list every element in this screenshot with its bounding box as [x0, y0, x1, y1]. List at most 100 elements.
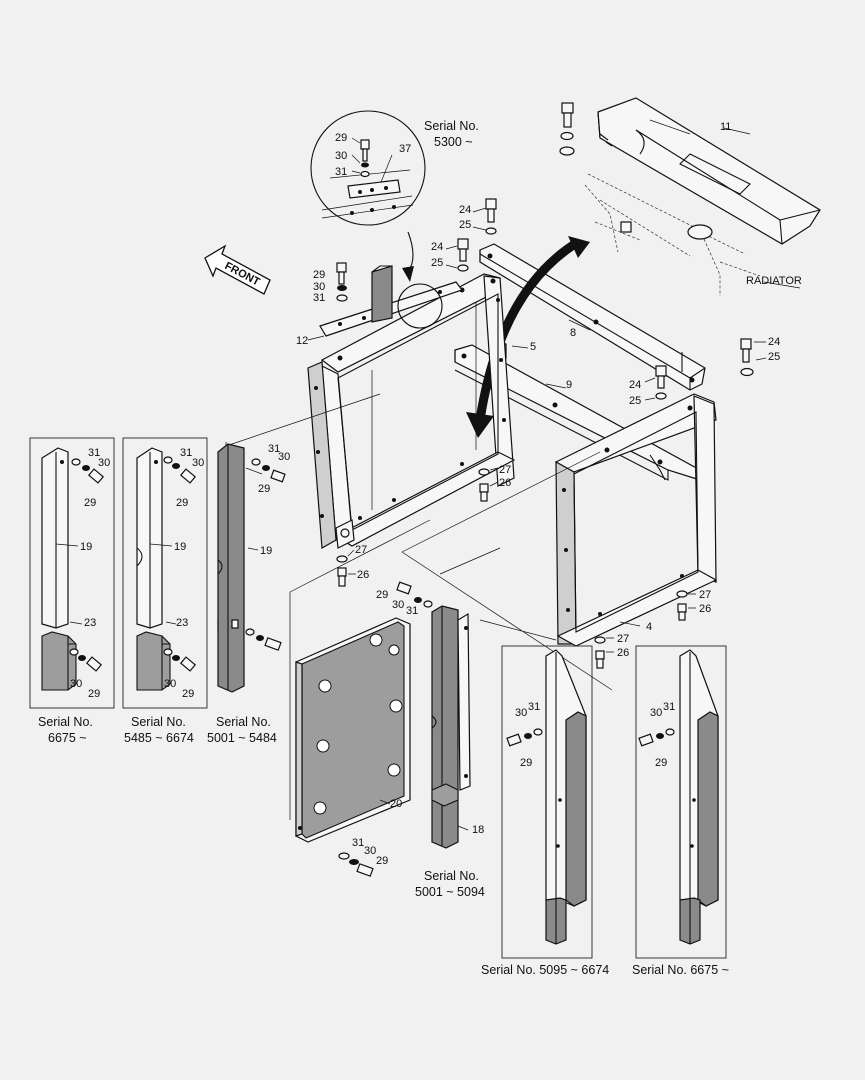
seal-strip-part-19-main: [217, 443, 286, 693]
callout-29-detail: 29: [335, 132, 347, 144]
callout-31-main19: 31: [268, 443, 280, 455]
callout-30-box5: 30: [515, 707, 527, 719]
callout-29-panel: 29: [376, 855, 388, 867]
callout-26-c: 26: [699, 603, 711, 615]
callout-30-box6: 30: [650, 707, 662, 719]
callout-24-d: 24: [629, 379, 641, 391]
callout-31-bracket: 31: [313, 292, 325, 304]
callout-12: 12: [296, 335, 308, 347]
side-seal-variant-5095-6674: [506, 649, 587, 945]
callout-26-d: 26: [617, 647, 629, 659]
callout-27-c: 27: [699, 589, 711, 601]
callout-26-a: 26: [499, 477, 511, 489]
callout-31-box2: 31: [180, 447, 192, 459]
callout-8: 8: [570, 327, 576, 339]
callout-30-strip18: 30: [392, 599, 404, 611]
variant-box-serial-6675: [29, 437, 115, 709]
serial-label-top-line1: Serial No.: [424, 119, 479, 133]
callout-29-bracket: 29: [313, 269, 325, 281]
callout-19-box1: 19: [80, 541, 92, 553]
callout-27-a: 27: [499, 464, 511, 476]
detail-circle-serial-5300: [310, 110, 426, 282]
callout-29-main19: 29: [258, 483, 270, 495]
serial-label-2-line1: Serial No.: [131, 715, 186, 729]
callout-31-detail: 31: [335, 166, 347, 178]
callout-29-box6: 29: [655, 757, 667, 769]
bracket-part-12: [307, 262, 463, 341]
callout-23-box1: 23: [84, 617, 96, 629]
callout-29-box2-lower: 29: [182, 688, 194, 700]
variant-box-serial-6675-right: [635, 645, 727, 959]
callout-11: 11: [720, 121, 731, 133]
seal-strip-part-18: [396, 581, 471, 849]
callout-31-box6: 31: [663, 701, 675, 713]
bolt-set-panel-bottom: [338, 852, 374, 877]
side-seal-variant-6675-right: [638, 649, 719, 945]
bolt-set-24-25-right: [644, 338, 767, 401]
left-frame: [307, 273, 516, 549]
serial-label-4-line1: Serial No.: [424, 869, 479, 883]
seal-strip-variant-5485-6674: [136, 447, 197, 691]
callout-26-b: 26: [357, 569, 369, 581]
callout-25-b: 25: [431, 257, 443, 269]
callout-18: 18: [472, 824, 484, 836]
front-arrow-icon: FRONT: [204, 244, 271, 295]
bolt-set-26-27-center: [336, 467, 499, 587]
callout-24-a: 24: [459, 204, 471, 216]
panel-part-20: [295, 617, 411, 843]
callout-20: 20: [390, 798, 402, 810]
callout-4: 4: [646, 621, 652, 633]
callout-27-b: 27: [355, 544, 367, 556]
right-frame-part-4: [554, 393, 718, 647]
callout-37: 37: [399, 143, 411, 155]
callout-29-box1-lower: 29: [88, 688, 100, 700]
assembly-direction-arrow-icon: [466, 236, 590, 438]
variant-box-serial-5095-6674: [501, 645, 593, 959]
radiator-cover-part-11: [559, 97, 821, 296]
callout-24-c: 24: [768, 336, 780, 348]
callout-31-strip18: 31: [406, 605, 418, 617]
callout-29-box1: 29: [84, 497, 96, 509]
seal-strip-variant-6675: [41, 447, 105, 691]
serial-label-top-line2: 5300 ~: [434, 135, 473, 149]
callout-30-box1-lower: 30: [70, 678, 82, 690]
radiator-label: RADIATOR: [746, 275, 802, 287]
callout-29-box5: 29: [520, 757, 532, 769]
bolt-set-26-27-right: [594, 590, 696, 669]
callout-30-box2-lower: 30: [164, 678, 176, 690]
callout-27-d: 27: [617, 633, 629, 645]
callout-9: 9: [566, 379, 572, 391]
callout-30-panel: 30: [364, 845, 376, 857]
callout-23-box2: 23: [176, 617, 188, 629]
callout-25-d: 25: [629, 395, 641, 407]
callout-31-panel: 31: [352, 837, 364, 849]
callout-19-main: 19: [260, 545, 272, 557]
serial-label-2-line2: 5485 ~ 6674: [124, 731, 194, 745]
callout-30-box1: 30: [98, 457, 110, 469]
variant-box-serial-5485-6674: [122, 437, 208, 709]
callout-29-box2: 29: [176, 497, 188, 509]
serial-label-3-line1: Serial No.: [216, 715, 271, 729]
serial-label-5: Serial No. 5095 ~ 6674: [481, 963, 609, 977]
callout-30-box2: 30: [192, 457, 204, 469]
callout-30-detail: 30: [335, 150, 347, 162]
callout-19-box2: 19: [174, 541, 186, 553]
callout-5: 5: [530, 341, 536, 353]
guide-lines: [225, 393, 613, 820]
serial-label-3-line2: 5001 ~ 5484: [207, 731, 277, 745]
callout-24-b: 24: [431, 241, 443, 253]
callout-25-c: 25: [768, 351, 780, 363]
serial-label-1-line2: 6675 ~: [48, 731, 87, 745]
callout-30-bracket: 30: [313, 281, 325, 293]
callout-25-a: 25: [459, 219, 471, 231]
serial-label-4-line2: 5001 ~ 5094: [415, 885, 485, 899]
callout-31-box1: 31: [88, 447, 100, 459]
callout-29-strip18: 29: [376, 589, 388, 601]
callout-30-main19: 30: [278, 451, 290, 463]
callout-31-box5: 31: [528, 701, 540, 713]
serial-label-6: Serial No. 6675 ~: [632, 963, 729, 977]
bolt-set-24-25-top: [445, 198, 497, 272]
serial-label-1-line1: Serial No.: [38, 715, 93, 729]
